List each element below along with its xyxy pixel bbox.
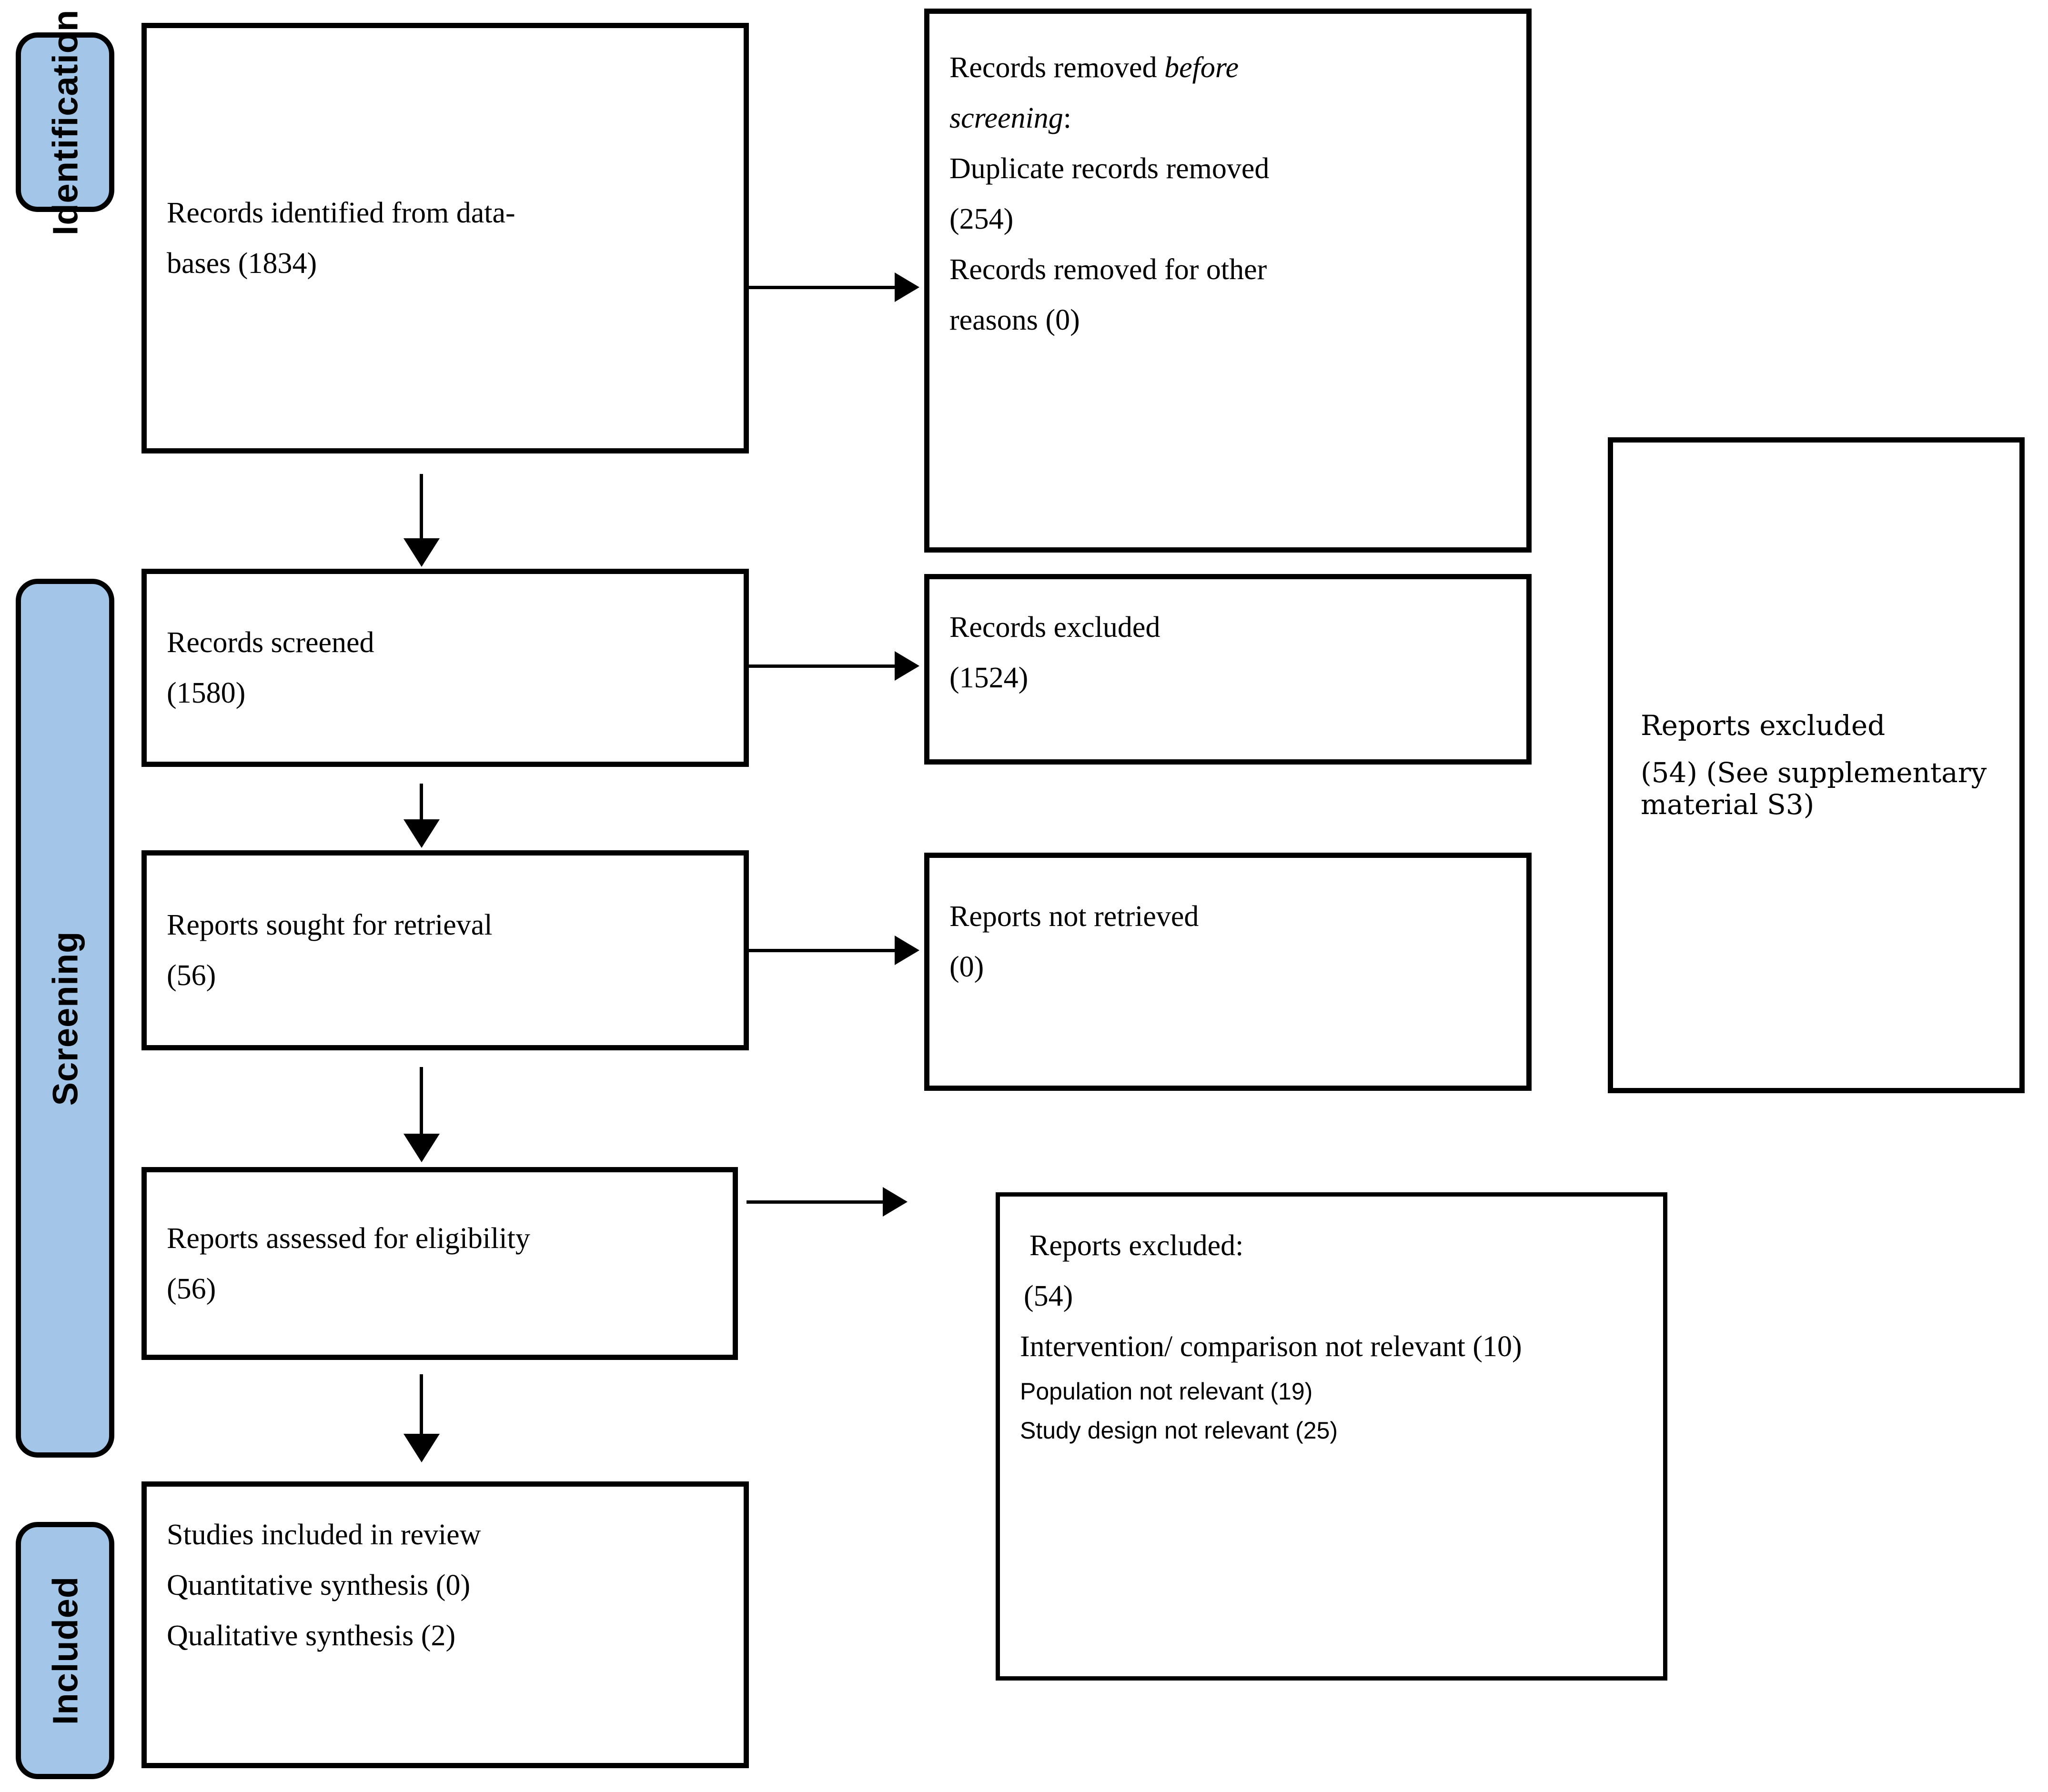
stage-pill-included: Included xyxy=(16,1522,114,1779)
connector-sought-to-not-retrieved xyxy=(749,949,897,952)
records-removed-duplicates-line: Duplicate records removed xyxy=(949,152,1270,185)
stage-label-included: Included xyxy=(45,1576,85,1725)
reports-not-retrieved-line2: (0) xyxy=(949,951,984,983)
reports-excluded-detail-line1: Reports excluded: xyxy=(1029,1229,1244,1262)
reports-excluded-detail-line2: (54) xyxy=(1024,1280,1073,1312)
connector-identified-to-screened xyxy=(420,474,423,541)
studies-included-line2: Quantitative synthesis (0) xyxy=(167,1569,471,1601)
connector-identified-to-removed xyxy=(749,286,897,289)
stage-label-screening: Screening xyxy=(45,931,85,1106)
box-reports-excluded-supplementary: Reports excluded (54) (See supplementary… xyxy=(1608,437,2025,1093)
reports-sought-line2: (56) xyxy=(167,959,216,992)
box-records-screened: Records screened (1580) xyxy=(141,569,749,767)
reports-assessed-line2: (56) xyxy=(167,1272,216,1305)
box-reports-not-retrieved: Reports not retrieved (0) xyxy=(924,853,1532,1091)
connector-sought-to-assessed xyxy=(420,1067,423,1136)
stage-label-identification: Identification xyxy=(45,9,85,235)
arrowhead-assessed-to-included xyxy=(404,1434,440,1462)
box-records-identified: Records identified from data- bases (183… xyxy=(141,23,749,453)
connector-screened-to-sought xyxy=(420,784,423,822)
connector-assessed-to-excluded-detail xyxy=(747,1200,885,1204)
records-removed-heading-italic: before xyxy=(1164,51,1239,84)
reports-excluded-detail-line5: Study design not relevant (25) xyxy=(1020,1417,1338,1444)
reports-excluded-detail-line3: Intervention/ comparison not relevant (1… xyxy=(1020,1330,1522,1363)
stage-pill-identification: Identification xyxy=(16,9,114,235)
box-reports-assessed: Reports assessed for eligibility (56) xyxy=(141,1167,738,1360)
box-records-removed-before-screening: Records removed before screening: Duplic… xyxy=(924,9,1532,553)
arrowhead-sought-to-assessed xyxy=(404,1134,440,1162)
records-excluded-line1: Records excluded xyxy=(949,611,1160,644)
reports-excluded-detail-line4: Population not relevant (19) xyxy=(1020,1378,1313,1405)
reports-excluded-supp-line1: Reports excluded xyxy=(1641,709,1886,742)
records-excluded-line2: (1524) xyxy=(949,662,1029,694)
connector-screened-to-excluded xyxy=(749,664,897,668)
records-removed-heading-italic2: screening xyxy=(949,102,1063,134)
reports-sought-line1: Reports sought for retrieval xyxy=(167,909,493,941)
records-identified-line1: Records identified from data- xyxy=(167,197,515,229)
records-screened-line2: (1580) xyxy=(167,677,246,709)
studies-included-line3: Qualitative synthesis (2) xyxy=(167,1620,456,1652)
arrowhead-identified-to-removed xyxy=(895,272,919,302)
records-screened-line1: Records screened xyxy=(167,626,374,659)
arrowhead-identified-to-screened xyxy=(404,538,440,567)
records-identified-line2: bases (1834) xyxy=(167,247,317,280)
arrowhead-screened-to-sought xyxy=(404,819,440,848)
records-removed-heading-plain: Records removed xyxy=(949,51,1165,84)
records-removed-other-count: reasons (0) xyxy=(949,304,1080,336)
records-removed-heading-colon: : xyxy=(1063,102,1071,134)
reports-assessed-line1: Reports assessed for eligibility xyxy=(167,1222,530,1255)
arrowhead-sought-to-not-retrieved xyxy=(895,936,919,965)
records-removed-heading-line2: screening: xyxy=(949,93,1512,143)
reports-not-retrieved-line1: Reports not retrieved xyxy=(949,900,1199,933)
studies-included-line1: Studies included in review xyxy=(167,1519,481,1551)
stage-pill-screening: Screening xyxy=(16,579,114,1458)
reports-excluded-supp-line2: (54) (See supplementary material S3) xyxy=(1641,756,1987,821)
connector-assessed-to-included xyxy=(420,1374,423,1436)
arrowhead-screened-to-excluded xyxy=(895,651,919,681)
records-removed-other-line: Records removed for other xyxy=(949,253,1267,286)
arrowhead-assessed-to-excluded-detail xyxy=(883,1187,908,1217)
box-studies-included: Studies included in review Quantitative … xyxy=(141,1481,749,1768)
box-reports-excluded-detail: Reports excluded: (54) Intervention/ com… xyxy=(996,1192,1667,1681)
box-reports-sought: Reports sought for retrieval (56) xyxy=(141,850,749,1050)
box-records-excluded: Records excluded (1524) xyxy=(924,574,1532,765)
records-removed-heading-line1: Records removed before xyxy=(949,42,1512,93)
records-removed-duplicates-count: (254) xyxy=(949,203,1014,235)
